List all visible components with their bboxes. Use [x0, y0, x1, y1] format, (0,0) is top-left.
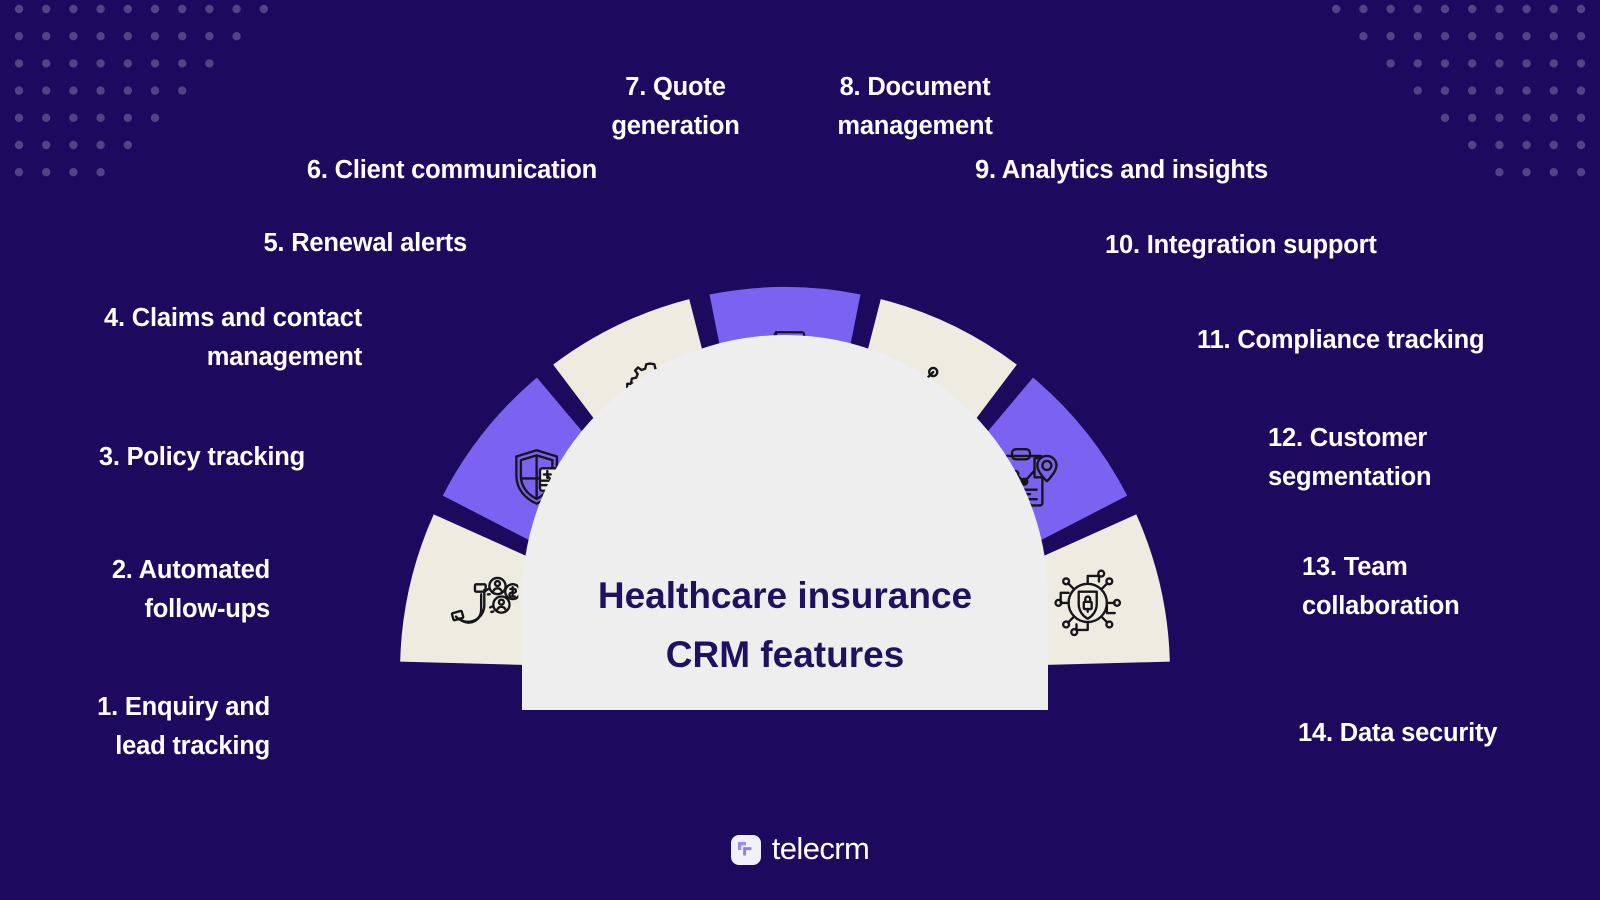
dot-pattern-top-right	[1332, 4, 1586, 177]
dot-pattern-top-left	[14, 4, 268, 177]
label-item-8: 8. Document management	[837, 73, 993, 140]
label-item-5: 5. Renewal alerts	[263, 229, 467, 257]
label-item-7: 7. Quote generation	[611, 73, 740, 140]
label-item-2: 2. Automated follow-ups	[111, 556, 270, 623]
label-item-10: 10. Integration support	[1105, 231, 1377, 259]
label-item-9: 9. Analytics and insights	[975, 156, 1269, 184]
label-item-13: 13. Team collaboration	[1302, 553, 1460, 620]
label-item-12: 12. Customer segmentation	[1268, 424, 1432, 491]
footer-logo[interactable]: telecrm	[0, 828, 1600, 872]
label-item-6: 6. Client communication	[306, 156, 597, 184]
label-item-4: 4. Claims and contact management	[104, 304, 362, 371]
label-item-3: 3. Policy tracking	[98, 443, 305, 471]
logo-wordmark: telecrm	[771, 831, 870, 866]
center-title: Healthcare insurance CRM features	[597, 575, 973, 675]
label-item-11: 11. Compliance tracking	[1197, 326, 1485, 354]
label-item-1: 1. Enquiry and lead tracking	[97, 693, 270, 760]
telecrm-logo-icon	[730, 835, 761, 865]
label-item-14: 14. Data security	[1298, 719, 1498, 747]
